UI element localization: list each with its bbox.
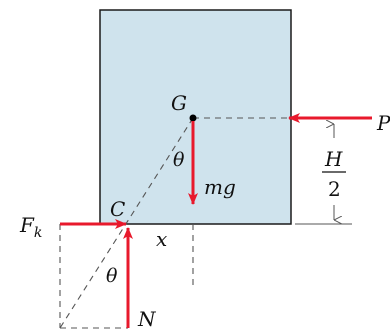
weight-label: mg xyxy=(204,175,236,199)
angle-upper-label: θ xyxy=(173,149,185,171)
height-numerator-label: H xyxy=(324,147,343,171)
contact-point-label: C xyxy=(110,197,125,221)
height-dimension xyxy=(295,124,352,225)
center-of-mass-dot xyxy=(189,114,197,122)
offset-label: x xyxy=(156,227,167,251)
center-of-mass-label: G xyxy=(171,91,187,115)
friction-label-main: F xyxy=(19,213,35,237)
friction-label: Fk xyxy=(19,213,42,241)
height-denominator-label: 2 xyxy=(328,177,341,201)
normal-force-label: N xyxy=(137,307,157,331)
force-arrows xyxy=(60,113,372,328)
friction-label-subscript: k xyxy=(34,225,42,241)
applied-force-label: P xyxy=(376,111,390,135)
angle-lower-label: θ xyxy=(106,265,118,287)
